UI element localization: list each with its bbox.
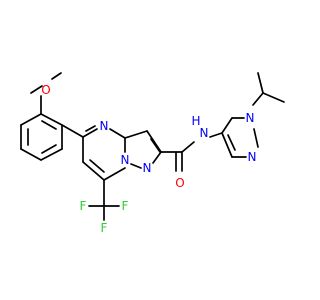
- bond: [252, 92, 264, 106]
- bond: [82, 161, 105, 181]
- bond: [109, 128, 126, 139]
- bond: [253, 128, 259, 148]
- atom-f-bottom: F: [101, 221, 108, 235]
- phenyl-ring: [20, 113, 63, 161]
- bond: [85, 125, 96, 132]
- atom-o-carbonyl: O: [175, 176, 184, 190]
- carboxamide-group: [160, 141, 195, 172]
- pyrazole-fused-ring: [124, 130, 162, 169]
- bond: [20, 148, 42, 161]
- bond: [227, 134, 236, 151]
- atom-o-methoxy: O: [41, 83, 50, 97]
- bond: [41, 144, 57, 154]
- bond: [257, 72, 264, 94]
- bond: [152, 151, 162, 164]
- pyrazole-ring: [221, 117, 259, 158]
- bond: [20, 113, 42, 126]
- atom-n-ring-bridge: N: [121, 153, 130, 167]
- bond: [181, 141, 195, 153]
- atom-f-right: F: [122, 199, 129, 213]
- atom-n-amide: N: [200, 126, 209, 140]
- bond: [221, 117, 233, 134]
- bond: [262, 92, 285, 103]
- pyrimidine-ring: [82, 125, 126, 181]
- bond: [221, 132, 233, 158]
- trifluoromethyl-group: [88, 179, 120, 221]
- bond: [103, 167, 126, 181]
- bond: [124, 130, 148, 139]
- atom-n-ring-five: N: [143, 161, 152, 175]
- molecule-structure: O N N N N H O N N F F F: [20, 72, 285, 235]
- atom-n-pyrazole-1: N: [246, 111, 255, 125]
- bond: [150, 138, 161, 153]
- bond: [51, 72, 62, 80]
- methoxy-group: [30, 72, 62, 115]
- bond: [209, 132, 223, 138]
- bond: [40, 148, 63, 161]
- atom-n-pyrazole-2: N: [248, 150, 257, 164]
- atom-f-left: F: [80, 199, 87, 213]
- bond: [82, 128, 98, 138]
- bond: [146, 130, 162, 153]
- isopropyl-group: [252, 72, 285, 106]
- bond: [40, 113, 63, 126]
- bond: [61, 124, 84, 138]
- atom-n-ring-top: N: [100, 119, 109, 133]
- bond: [30, 85, 43, 94]
- atom-h-amide: H: [191, 114, 200, 128]
- bond: [41, 120, 57, 130]
- molecule-drawing: O N N N N H O N N F F F: [20, 72, 285, 235]
- bond: [89, 159, 105, 173]
- bond: [130, 163, 142, 169]
